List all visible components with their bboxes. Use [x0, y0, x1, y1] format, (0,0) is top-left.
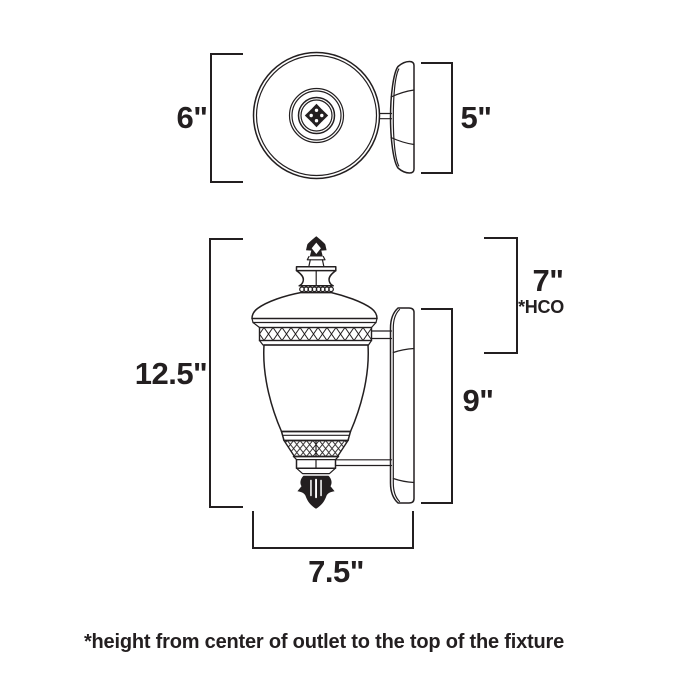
- canopy-mid-circle: [288, 87, 345, 144]
- footnote: *height from center of outlet to the top…: [84, 631, 564, 653]
- canopy-outer-inner-circle: [255, 54, 378, 177]
- overall-height-label: 12.5": [135, 356, 208, 391]
- dome-roof: [251, 291, 378, 329]
- canopy-mid-inner-circle: [291, 90, 342, 141]
- top-depth-bracket: [421, 62, 453, 174]
- canopy-outer-circle: [252, 51, 381, 180]
- top-view-arm: [378, 112, 393, 120]
- backplate-height-label: 9": [463, 383, 494, 418]
- top-width-label: 6": [177, 100, 208, 135]
- upper-lattice-band: [258, 326, 373, 342]
- side-view-backplate: [389, 307, 415, 504]
- top-view-backplate: [389, 60, 415, 174]
- top-finial: [306, 236, 327, 257]
- top-depth-label: 5": [461, 100, 492, 135]
- lower-lattice-cone: [282, 439, 350, 458]
- collar: [292, 455, 340, 475]
- finial-pedestal: [306, 255, 326, 268]
- lower-band: [280, 430, 352, 442]
- finial-rosette: [304, 103, 329, 128]
- hco-bracket: [484, 237, 518, 354]
- overall-width-bracket: [252, 511, 414, 549]
- bottom-finial: [297, 475, 335, 509]
- hco-label: 7": [533, 263, 564, 298]
- lantern: [251, 236, 378, 509]
- hco-note: *HCO: [518, 297, 564, 317]
- finial-ring-inner: [300, 99, 333, 132]
- overall-height-bracket: [209, 238, 243, 508]
- bead-band: [299, 286, 334, 293]
- finial-ring-outer: [297, 96, 336, 135]
- top-view-canopy: [252, 51, 381, 180]
- urn-cap: [295, 266, 337, 287]
- glass-body: [263, 344, 369, 433]
- top-width-bracket: [210, 53, 243, 183]
- upper-arm: [370, 330, 393, 340]
- overall-width-label: 7.5": [308, 554, 364, 589]
- top-view: 6" 5": [177, 51, 492, 183]
- backplate-height-bracket: [421, 308, 453, 504]
- side-view: 12.5" 7" *HCO 9" 7.5": [135, 236, 564, 589]
- lower-arm: [334, 459, 393, 467]
